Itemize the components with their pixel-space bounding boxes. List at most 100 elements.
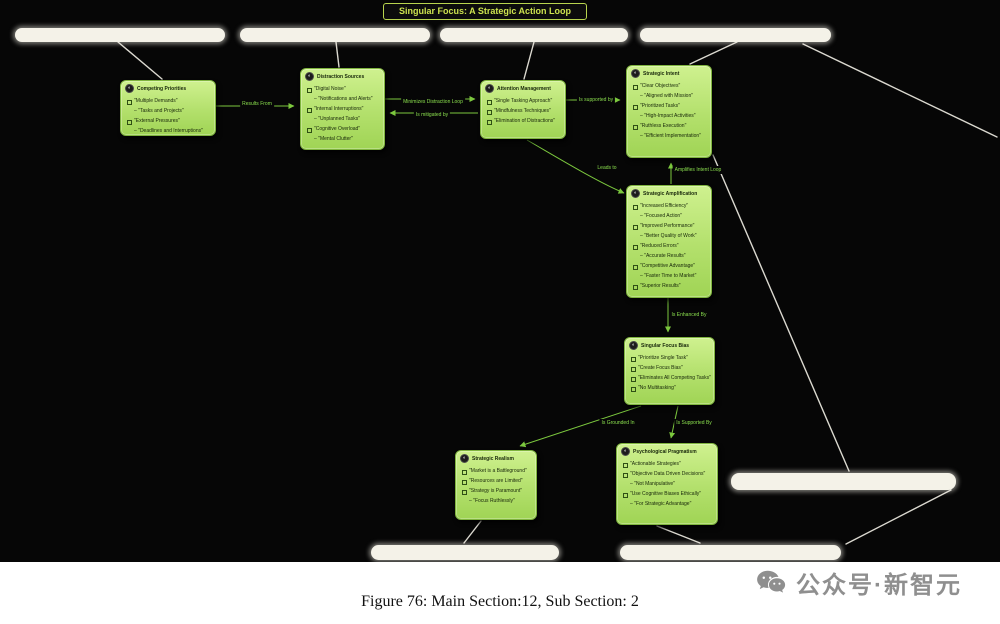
node-subitem: – "Faster Time to Market" — [631, 271, 707, 281]
item-text: "Eliminates All Competing Tasks" — [638, 375, 711, 381]
wechat-icon — [757, 570, 786, 593]
bullet-icon — [633, 204, 638, 210]
node-psychological-pragmatism: ◐ Psychological Pragmatism "Actionable S… — [616, 443, 718, 525]
node-subitem: – "Efficient Implementation" — [631, 131, 707, 141]
node-item: "Prioritized Tasks" — [631, 101, 707, 111]
bullet-icon — [307, 87, 312, 93]
item-text: "Resources are Limited" — [469, 478, 523, 484]
node-subitem: – "Focused Action" — [631, 211, 707, 221]
node-item: "Create Focus Bias" — [629, 363, 710, 373]
item-text: "Prioritized Tasks" — [640, 103, 680, 109]
node-subitem: – "Notifications and Alerts" — [305, 94, 380, 104]
node-subitem: – "Aligned with Mission" — [631, 91, 707, 101]
node-badge-icon: ◐ — [125, 84, 134, 93]
bullet-icon — [631, 366, 636, 372]
node-badge-icon: ◐ — [631, 189, 640, 198]
node-item: "Digital Noise" — [305, 84, 380, 94]
item-text: "Digital Noise" — [314, 86, 346, 92]
edge-label-amplifies-intent-loop: Amplifies Intent Loop — [672, 166, 724, 174]
node-subitem: – "Focus Ruthlessly" — [460, 496, 532, 506]
bullet-icon — [487, 119, 492, 125]
item-text: "Clear Objectives" — [640, 83, 681, 89]
item-text: – "Unplanned Tasks" — [314, 116, 360, 122]
node-header: ◐ Strategic Realism — [460, 454, 532, 463]
node-subitem: – "Accurate Results" — [631, 251, 707, 261]
node-subitem: – "Deadlines and Interruptions" — [125, 126, 211, 136]
node-item: "Multiple Demands" — [125, 96, 211, 106]
item-text: – "Accurate Results" — [640, 253, 686, 259]
item-text: "Internal Interruptions" — [314, 106, 364, 112]
node-badge-icon: ◐ — [305, 72, 314, 81]
item-text: – "Not Manipulative" — [630, 481, 675, 487]
node-title: Psychological Pragmatism — [633, 448, 697, 455]
node-header: ◐ Attention Management — [485, 84, 561, 93]
bullet-icon — [633, 284, 638, 290]
node-item: "Internal Interruptions" — [305, 104, 380, 114]
watermark-text: 公众号·新智元 — [796, 572, 962, 599]
item-text: – "Focused Action" — [640, 213, 682, 219]
node-subitem: – "For Strategic Advantage" — [621, 499, 713, 509]
node-item: "Elimination of Distractions" — [485, 116, 561, 126]
node-item: "External Pressures" — [125, 116, 211, 126]
item-text: – "Focus Ruthlessly" — [469, 498, 515, 504]
item-text: "External Pressures" — [134, 118, 180, 124]
edge-label-leads-to: Leads to — [595, 164, 619, 172]
node-item: "No Multitasking" — [629, 383, 710, 393]
node-subitem: – "Mental Clutter" — [305, 134, 380, 144]
node-title: Strategic Amplification — [643, 190, 698, 197]
item-text: "Create Focus Bias" — [638, 365, 683, 371]
item-text: – "Efficient Implementation" — [640, 133, 701, 139]
node-title: Singular Focus Bias — [641, 342, 690, 349]
node-title: Attention Management — [497, 85, 551, 92]
node-subitem: – "High-Impact Activities" — [631, 111, 707, 121]
item-text: – "Notifications and Alerts" — [314, 96, 373, 102]
bullet-icon — [462, 479, 467, 485]
item-text: "Reduced Errors" — [640, 243, 679, 249]
item-text: – "Deadlines and Interruptions" — [134, 128, 203, 134]
item-text: "Competitive Advantage" — [640, 263, 695, 269]
item-text: "Strategy is Paramount" — [469, 488, 523, 494]
node-badge-icon: ◐ — [485, 84, 494, 93]
redacted-label — [731, 473, 956, 490]
item-text: – "For Strategic Advantage" — [630, 501, 692, 507]
item-text: "Objective Data Driven Decisions" — [630, 471, 706, 477]
item-text: "Actionable Strategies" — [630, 461, 681, 467]
item-text: "Ruthless Execution" — [640, 123, 687, 129]
bullet-icon — [633, 244, 638, 250]
redacted-label — [640, 28, 831, 42]
node-item: "Objective Data Driven Decisions" — [621, 469, 713, 479]
node-strategic-amplification: ◐ Strategic Amplification "Increased Eff… — [626, 185, 712, 298]
figure-caption: Figure 76: Main Section:12, Sub Section:… — [361, 593, 639, 610]
item-text: – "Mental Clutter" — [314, 136, 353, 142]
redacted-label — [240, 28, 430, 42]
node-title: Competing Priorities — [137, 85, 187, 92]
node-subitem: – "Better Quality of Work" — [631, 231, 707, 241]
redacted-label — [440, 28, 628, 42]
node-item: "Ruthless Execution" — [631, 121, 707, 131]
bullet-icon — [633, 84, 638, 90]
item-text: – "High-Impact Activities" — [640, 113, 696, 119]
diagram-title: Singular Focus: A Strategic Action Loop — [383, 3, 587, 20]
edge-label-minimizes-distraction-loop: Minimizes Distraction Loop — [401, 98, 465, 106]
item-text: "Elimination of Distractions" — [494, 118, 556, 124]
node-header: ◐ Singular Focus Bias — [629, 341, 710, 350]
bullet-icon — [633, 224, 638, 230]
caption-bar: 公众号·新智元 Figure 76: Main Section:12, Sub … — [0, 562, 1000, 624]
white-connectors — [117, 41, 998, 545]
bullet-icon — [631, 376, 636, 382]
node-item: "Clear Objectives" — [631, 81, 707, 91]
bullet-icon — [633, 264, 638, 270]
green-connectors — [216, 96, 679, 448]
node-competing-priorities: ◐ Competing Priorities "Multiple Demands… — [120, 80, 216, 136]
bullet-icon — [462, 489, 467, 495]
node-badge-icon: ◐ — [631, 69, 640, 78]
node-subitem: – "Tasks and Projects" — [125, 106, 211, 116]
bullet-icon — [623, 472, 628, 478]
node-subitem: – "Unplanned Tasks" — [305, 114, 380, 124]
bullet-icon — [623, 462, 628, 468]
node-item: "Resources are Limited" — [460, 476, 532, 486]
node-strategic-realism: ◐ Strategic Realism "Market is a Battleg… — [455, 450, 537, 520]
bullet-icon — [633, 124, 638, 130]
